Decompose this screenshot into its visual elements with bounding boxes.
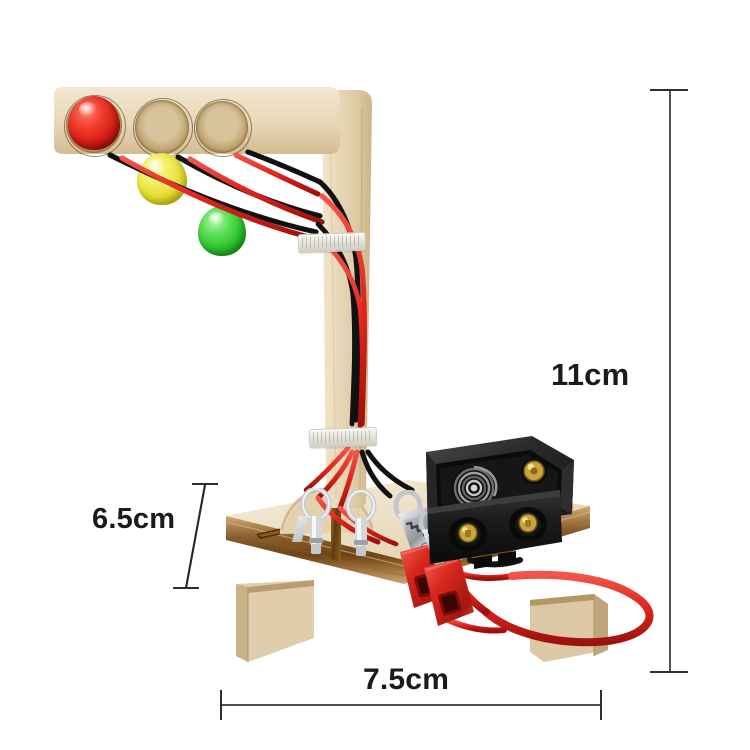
cable-tie-upper-ridges [301, 234, 361, 249]
binding-post-right[interactable] [344, 490, 378, 562]
dimension-label-stand-height: 6.5cm [92, 503, 176, 535]
led-rim-green [194, 99, 252, 157]
red-lamp[interactable] [68, 96, 120, 150]
yellow-lamp[interactable] [137, 153, 187, 205]
green-lamp[interactable] [198, 206, 246, 256]
battery-holder[interactable] [412, 430, 592, 590]
dimension-line-height [669, 90, 671, 673]
dimension-tick-width-right [600, 690, 602, 720]
base-leg-left [236, 580, 314, 662]
dimension-label-width: 7.5cm [363, 663, 450, 696]
dimension-tick-height-bottom [650, 671, 688, 673]
dimension-line-width [220, 704, 602, 706]
dimension-tick-width-left [220, 690, 222, 720]
led-rim-red [64, 95, 126, 157]
led-rim-yellow [133, 98, 193, 158]
bracket-inner-notch [240, 148, 332, 240]
binding-post-left[interactable] [299, 488, 333, 560]
dimension-line-stand-height-group [173, 482, 218, 590]
dimension-label-height: 11cm [551, 357, 630, 392]
cable-tie-lower-ridges [312, 429, 372, 444]
dimension-tick-height-top [650, 89, 688, 91]
